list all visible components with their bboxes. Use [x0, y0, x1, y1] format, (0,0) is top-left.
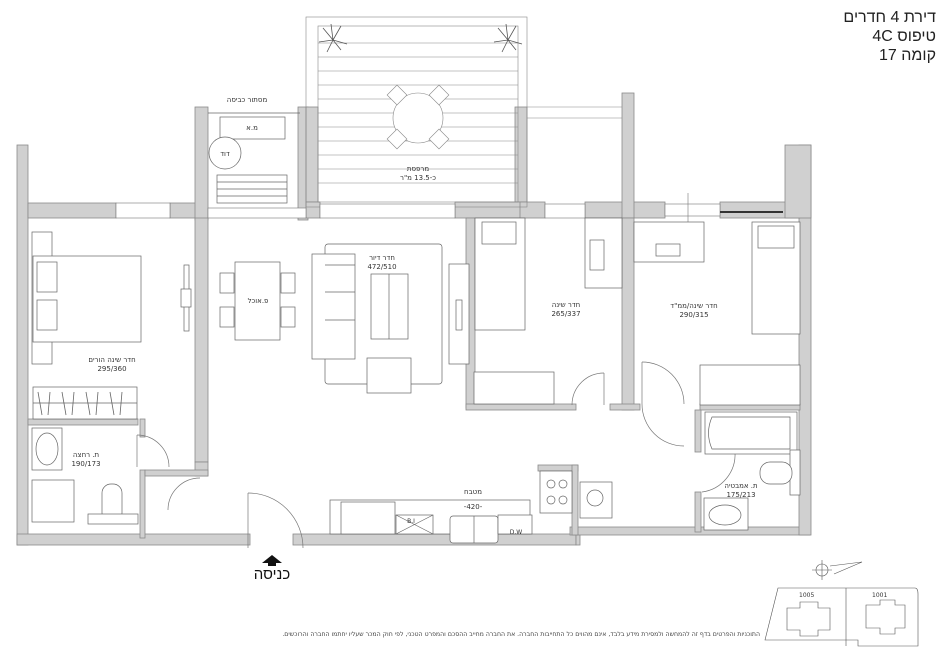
plant-icon	[318, 23, 523, 53]
compass-icon	[812, 560, 863, 580]
fridge	[340, 501, 396, 535]
safe-room-label: חדר שינה/ממ"ד	[670, 302, 718, 310]
kitchen-label: מטבח	[464, 488, 482, 496]
bedroom-label: חדר שינה	[551, 301, 581, 309]
shower-room-label: ת. רחצה	[72, 451, 100, 459]
dishwasher-label: D.W	[509, 529, 523, 536]
kitchen-length: -420-	[463, 503, 483, 511]
living-furniture	[311, 243, 470, 394]
safe-room-furniture	[633, 221, 801, 406]
shower-room-size: 190/173	[71, 460, 101, 468]
entrance-label: כניסה	[253, 566, 291, 583]
master-bedroom-label: חדר שינה הורים	[88, 356, 136, 364]
key-building-1001: 1001	[872, 592, 888, 599]
bathroom-fixtures	[703, 411, 801, 531]
floor-number: קומה 17	[879, 47, 936, 64]
dishwasher	[497, 514, 533, 535]
balcony-deck	[305, 16, 528, 208]
water-heater-label: דוד	[220, 150, 230, 158]
title-block: דירת 4 חדרים טיפוס 4C קומה 17	[843, 8, 936, 65]
safe-room-size: 290/315	[679, 311, 709, 319]
ac-unit-label: מ.א	[246, 124, 258, 132]
living-room-label: חדר דיור	[369, 254, 395, 262]
entrance-arrow-icon	[262, 555, 282, 566]
laundry-label: מסתור כביסה	[226, 96, 268, 104]
water-heater-icon	[208, 136, 242, 170]
built-in-oven-label: B.I	[407, 518, 415, 525]
master-bedroom-size: 295/360	[97, 365, 127, 373]
side-terrace	[527, 106, 622, 119]
bathroom-size: 175/213	[726, 491, 756, 499]
walls	[16, 92, 812, 546]
laundry-area	[208, 112, 300, 204]
disclaimer-text: התוכניות והפרטים בדף זה להמחשה ולמסירת מ…	[282, 631, 760, 638]
dining-label: פ.אוכל	[247, 297, 269, 305]
bathroom-label: ת. אמבטיה	[724, 482, 758, 490]
living-room-size: 472/510	[367, 263, 397, 271]
door-swings	[136, 361, 736, 549]
kitchen-counter	[329, 470, 613, 544]
bedroom-size: 265/337	[551, 310, 581, 318]
windows	[115, 193, 783, 240]
key-building-1005: 1005	[799, 592, 815, 599]
balcony-label: מרפסת	[406, 165, 430, 173]
bedroom-furniture	[473, 217, 623, 405]
ac-unit	[219, 116, 286, 140]
cooktop	[539, 470, 573, 514]
apartment-title: דירת 4 חדרים	[843, 9, 936, 26]
apartment-type: טיפוס 4C	[872, 28, 936, 45]
shower-bathroom-fixtures	[31, 427, 139, 525]
balcony-area: כ-13.5 מ"ר	[400, 174, 436, 182]
master-bedroom-furniture	[31, 231, 192, 420]
dining-set	[219, 261, 296, 341]
key-plan	[764, 587, 919, 647]
